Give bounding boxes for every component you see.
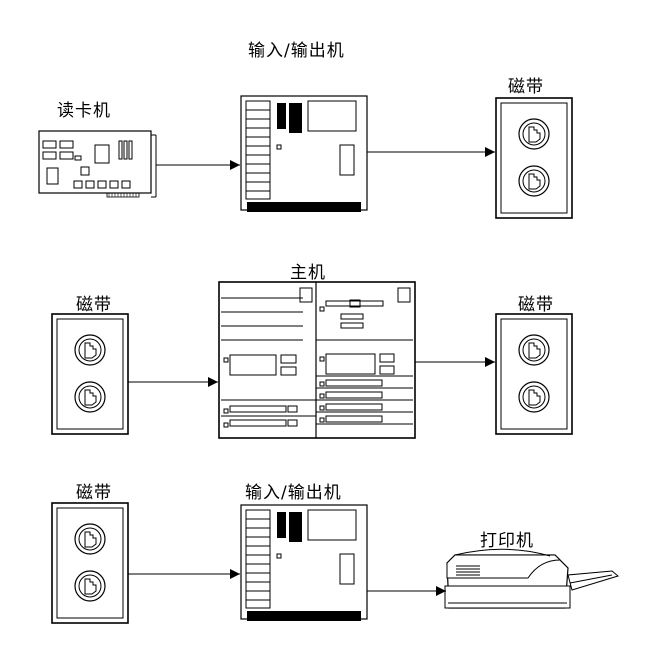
tape-bottom-label: 磁带 [76,483,112,503]
io-machine-top-label: 输入/输出机 [248,41,345,61]
tape-mid-right-label: 磁带 [518,295,554,315]
mainframe-label: 主机 [290,263,326,283]
mainframe [218,281,416,439]
tape-unit-mid-left [52,314,128,434]
printer [444,548,620,609]
tape-unit-bottom [52,503,128,623]
tape-mid-left-label: 磁带 [76,295,112,315]
tape-unit-mid-right [496,314,572,434]
io-machine-top [240,95,368,213]
card-reader [38,130,157,198]
io-machine-bottom-label: 输入/输出机 [245,483,342,503]
tape-top-label: 磁带 [508,77,544,97]
tape-unit-top [496,98,572,218]
card-reader-label: 读卡机 [57,101,111,121]
io-machine-bottom [240,504,368,622]
printer-label: 打印机 [480,531,534,551]
